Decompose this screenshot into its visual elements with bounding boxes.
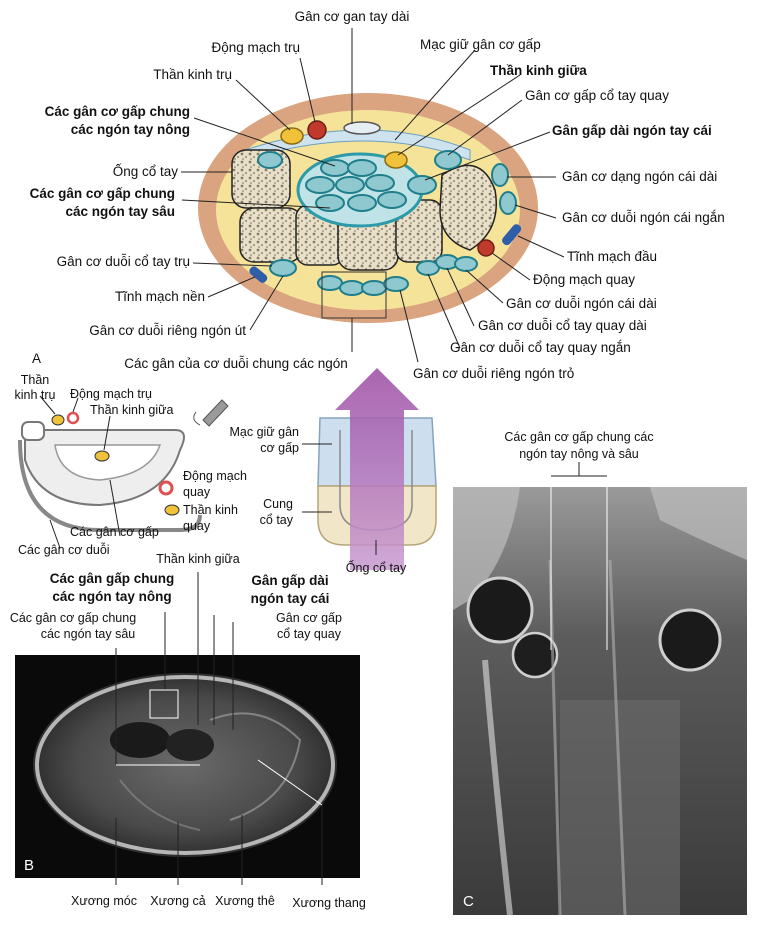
panel-a-radial-nerve [164,504,180,516]
median-nerve-dot [384,151,408,169]
ulnar-nerve-dot [280,127,304,145]
panel-b-fds-label-2: các ngón tay nông [52,589,171,604]
retinaculum-3d-label-2: cơ gấp [260,441,299,455]
label-ecrl: Gân cơ duỗi cổ tay quay dài [478,318,647,333]
panel-a-letter: A [32,351,41,366]
label-fds-2: các ngón tay nông [71,122,190,137]
panel-a-extensor-label: Các gân cơ duỗi [18,542,110,557]
panel-b-fdp-label-2: các ngón tay sâu [41,627,136,641]
label-ecrb: Gân cơ duỗi cổ tay quay ngắn [450,340,631,355]
flexor-tendons [257,150,462,228]
retinaculum-3d-label-1: Mạc giữ gân [229,425,299,439]
panel-a-median-nerve [94,450,110,462]
panel-c: C Các gân cơ gấp chung các ngón tay nông… [453,430,747,916]
panel-a-flexor-label: Các gân cơ gấp [70,525,159,539]
panel-b-median-nerve-label: Thần kinh giữa [156,552,239,566]
panel-a-radial-artery-label-1: Động mạch [183,469,247,483]
panel-b-letter: B [24,857,34,874]
panel-b-trapezium-label: Xương thang [292,896,366,910]
panel-a-ulnar-nerve-label-2: kinh trụ [15,388,56,402]
label-radial-artery: Động mạch quay [533,272,635,287]
label-fdp-2: các ngón tay sâu [65,204,175,219]
label-fpl: Gân gấp dài ngón tay cái [552,123,712,138]
pencil-icon [193,399,229,427]
panel-b-fpl-label-2: ngón tay cái [251,591,330,606]
main-leader-lines [181,28,565,363]
panel-b-hamate-label: Xương móc [71,894,137,908]
ulnar-artery-dot [307,120,327,140]
panel-a-inner [54,444,162,481]
panel-b-fpl-label-1: Gân gấp dài [251,573,328,588]
label-median-nerve: Thần kinh giữa [490,63,587,78]
panel-b-fcr-label-2: cổ tay quay [277,627,342,641]
panel-b: B Thần kinh giữa Các gân gấp chung các n… [10,552,366,910]
arch-3d-label-1: Cung [263,497,293,511]
label-fdp-1: Các gân cơ gấp chung [30,186,175,201]
wrist-cross-section [198,93,538,323]
label-palmaris-longus: Gân cơ gan tay dài [295,9,410,24]
panel-a-radial-artery [158,480,174,496]
panel-b-leader-lines [115,572,323,885]
extensor-tendons [269,163,517,319]
panel-b-capitate-label: Xương cả [150,894,206,908]
panel-a-radial-artery-label-2: quay [183,485,211,499]
label-epl: Gân cơ duỗi ngón cái dài [506,296,657,311]
label-flexor-retinaculum: Mạc giữ gân cơ gấp [420,37,541,52]
cephalic-vein-shape [502,224,522,246]
arch-3d-label-2: cổ tay [260,513,294,527]
panel-a-ulnar-nerve-label-1: Thần [21,373,50,387]
label-fds-1: Các gân cơ gấp chung [45,104,190,119]
panel-c-tendons-label-1: Các gân cơ gấp chung các [504,430,653,444]
panel-c-letter: C [463,893,474,910]
carpal-bones [231,149,497,271]
panel-c-tendons-label-2: ngón tay nông và sâu [519,447,639,461]
label-apl: Gân cơ dạng ngón cái dài [562,169,717,184]
main-labels: Gân cơ gan tay dài Động mạch trụ Mạc giữ… [30,9,725,381]
panel-a-ulnar-nerve [51,414,65,426]
label-carpal-tunnel: Ống cổ tay [113,164,179,179]
label-epb: Gân cơ duỗi ngón cái ngắn [562,210,725,225]
label-ulnar-artery: Động mạch trụ [211,40,300,55]
label-ei: Gân cơ duỗi riêng ngón trỏ [413,366,574,381]
label-ecu: Gân cơ duỗi cổ tay trụ [57,254,190,269]
panel-a-outer-arc [18,439,202,532]
radial-artery-dot [477,239,495,257]
panel-a-ulnar-artery-label: Động mạch trụ [70,387,152,401]
label-basilic-vein: Tĩnh mạch nền [115,289,205,304]
panel-c-leader-lines [550,462,608,650]
label-ed: Các gân của cơ duỗi chung các ngón [124,356,348,371]
carpal-tunnel-3d: Mạc giữ gân cơ gấp Cung cổ tay Ống cổ ta… [229,368,437,575]
panel-a-radial-nerve-label-2: quay [183,519,211,533]
basilic-vein-shape [249,266,268,283]
palmaris-longus-tendon [343,121,381,135]
label-ulnar-nerve: Thần kinh trụ [153,67,232,82]
label-edm: Gân cơ duỗi riêng ngón út [89,323,246,338]
panel-a-radial-nerve-label-1: Thần kinh [183,503,238,517]
panel-b-fcr-label-1: Gân cơ gấp [276,611,342,625]
panel-a-ulnar-artery [66,411,80,425]
label-cephalic-vein: Tĩnh mạch đầu [567,249,657,264]
carpal-tunnel-3d-label: Ống cổ tay [346,560,407,575]
label-fcr: Gân cơ gấp cổ tay quay [525,88,669,103]
panel-a: A Thần kinh trụ Động mạch trụ Thần kinh … [15,351,247,557]
panel-b-fdp-label-1: Các gân cơ gấp chung [10,611,136,625]
upward-arrow [335,368,419,570]
panel-b-fds-label-1: Các gân gấp chung [50,571,175,586]
panel-a-hook [21,421,45,441]
panel-b-trapezoid-label: Xương thê [215,894,275,908]
panel-a-median-nerve-label: Thần kinh giữa [90,403,173,417]
